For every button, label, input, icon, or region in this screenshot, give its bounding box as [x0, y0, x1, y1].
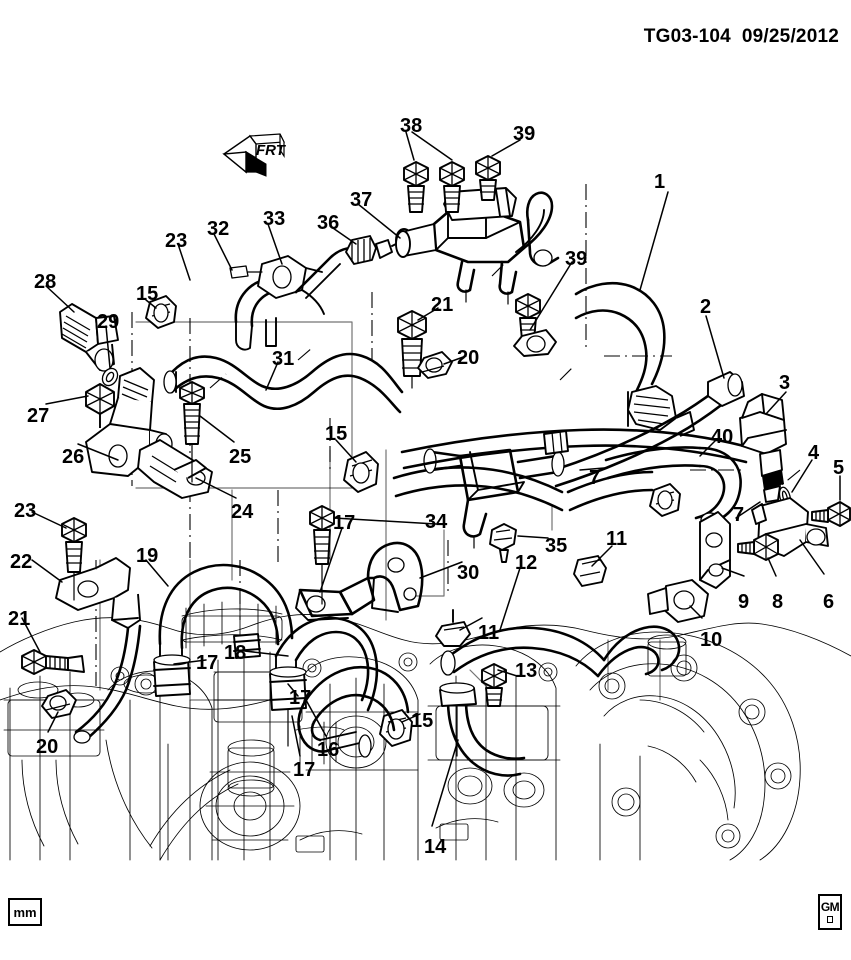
callout-number-39[interactable]: 39: [513, 123, 536, 145]
callout-number-7[interactable]: 7: [733, 504, 745, 526]
callout-number-5[interactable]: 5: [833, 457, 845, 479]
callout-number-23[interactable]: 23: [14, 500, 37, 522]
callout-number-18[interactable]: 18: [224, 642, 247, 664]
group-construction-lines: [99, 321, 661, 701]
part-11-clip-a: [573, 555, 607, 587]
gm-logo-badge: GM: [818, 894, 842, 930]
callout-number-20[interactable]: 20: [36, 736, 59, 758]
frt-label: FRT: [256, 142, 285, 159]
callout-number-22[interactable]: 22: [10, 551, 33, 573]
part-15-hose-clamp-c: [379, 709, 413, 747]
leader-lines: [21, 131, 841, 827]
part-3-sensor: [739, 393, 787, 503]
part-16-hose: [297, 665, 410, 758]
part-2-pipe-right: [552, 371, 745, 488]
frt-orientation-indicator: FRT: [222, 132, 308, 178]
callout-number-9[interactable]: 9: [738, 591, 750, 613]
part-12-hose-lower-right: [440, 625, 681, 678]
part-39-bolt-b: [515, 293, 541, 341]
part-20-washer-top: [417, 351, 453, 379]
callout-number-21[interactable]: 21: [431, 294, 454, 316]
callout-number-25[interactable]: 25: [229, 446, 252, 468]
callout-number-17[interactable]: 17: [333, 512, 356, 534]
units-badge: mm: [8, 898, 42, 926]
callout-number-20[interactable]: 20: [457, 347, 480, 369]
callout-number-17[interactable]: 17: [289, 687, 312, 709]
part-39-bolt-a: [475, 155, 501, 201]
part-15-hose-clamp-d: [649, 483, 681, 517]
callout-number-17[interactable]: 17: [293, 759, 316, 781]
drawing-number-date: TG03-104 09/25/2012: [643, 26, 839, 47]
part-29-seal-ring: [101, 367, 119, 387]
callout-number-11[interactable]: 11: [606, 528, 628, 550]
callout-number-15[interactable]: 15: [325, 423, 348, 445]
callout-number-13[interactable]: 13: [515, 660, 538, 682]
callout-number-36[interactable]: 36: [317, 212, 340, 234]
part-39-mount: [513, 329, 557, 357]
callout-number-16[interactable]: 16: [317, 739, 340, 761]
callout-number-6[interactable]: 6: [823, 591, 835, 613]
transmission-housing: [575, 631, 801, 861]
part-9-bracket: [699, 511, 731, 589]
callout-number-8[interactable]: 8: [772, 591, 784, 613]
callout-number-28[interactable]: 28: [34, 271, 57, 293]
callout-number-32[interactable]: 32: [207, 218, 230, 240]
part-5-bolt: [811, 501, 851, 527]
callout-number-38[interactable]: 38: [400, 115, 423, 137]
part-38-bolt-b: [439, 161, 465, 213]
upper-cross-pipe: [400, 428, 748, 470]
part-22-fitting: [55, 557, 142, 744]
callout-number-4[interactable]: 4: [808, 442, 820, 464]
callout-number-15[interactable]: 15: [411, 710, 434, 732]
part-21-bolt-top: [397, 310, 427, 389]
part-15-hose-clamp-b: [343, 451, 379, 493]
callout-number-21[interactable]: 21: [8, 608, 31, 630]
callout-number-40[interactable]: 40: [711, 426, 734, 448]
part-17-clamp-a: [153, 654, 191, 697]
part-17-clamp-b: [269, 666, 307, 747]
part-31-coolant-hose: [163, 352, 404, 414]
callout-number-19[interactable]: 19: [136, 545, 159, 567]
part-34-bolt: [309, 505, 335, 605]
part-32-33-pipe-bracket: [229, 255, 325, 351]
callout-number-2[interactable]: 2: [700, 296, 712, 318]
gm-logo-subtext: [827, 916, 833, 924]
part-38-bolt-a: [403, 161, 429, 213]
part-15-hose-clamp-a: [145, 295, 177, 329]
callout-number-1[interactable]: 1: [654, 171, 666, 193]
callout-number-12[interactable]: 12: [515, 552, 538, 574]
callout-number-31[interactable]: 31: [272, 348, 295, 370]
part-14-pipe: [439, 682, 526, 777]
callout-number-37[interactable]: 37: [350, 189, 373, 211]
callout-number-29[interactable]: 29: [97, 311, 120, 333]
callout-number-10[interactable]: 10: [700, 629, 723, 651]
callout-number-11[interactable]: 11: [478, 622, 500, 644]
callout-number-23[interactable]: 23: [165, 230, 188, 252]
callout-number-27[interactable]: 27: [27, 405, 50, 427]
water-pump-detail: [199, 739, 301, 851]
callout-number-34[interactable]: 34: [425, 511, 448, 533]
part-23-bolt-lower: [61, 517, 87, 601]
callout-number-3[interactable]: 3: [779, 372, 791, 394]
callout-number-35[interactable]: 35: [545, 535, 568, 557]
part-8-bolt: [737, 533, 779, 561]
part-24-25-bracket-bolt: [137, 381, 213, 499]
part-11-clip-b: [435, 609, 471, 647]
part-7-hose-center: [392, 466, 654, 512]
callout-number-24[interactable]: 24: [231, 501, 254, 523]
gm-logo-text: GM: [820, 899, 840, 914]
part-20-washer-lower: [41, 689, 77, 719]
part-1-hose-right: [574, 281, 695, 437]
callout-number-17[interactable]: 17: [196, 652, 219, 674]
callout-number-14[interactable]: 14: [424, 836, 447, 858]
callout-number-26[interactable]: 26: [62, 446, 85, 468]
part-21-bolt-lower: [21, 649, 85, 675]
callout-number-39[interactable]: 39: [565, 248, 588, 270]
callout-number-7[interactable]: 7: [589, 467, 601, 489]
callout-number-30[interactable]: 30: [457, 562, 480, 584]
callout-number-33[interactable]: 33: [263, 208, 286, 230]
part-35-fastener: [489, 523, 517, 563]
callout-number-15[interactable]: 15: [136, 283, 159, 305]
